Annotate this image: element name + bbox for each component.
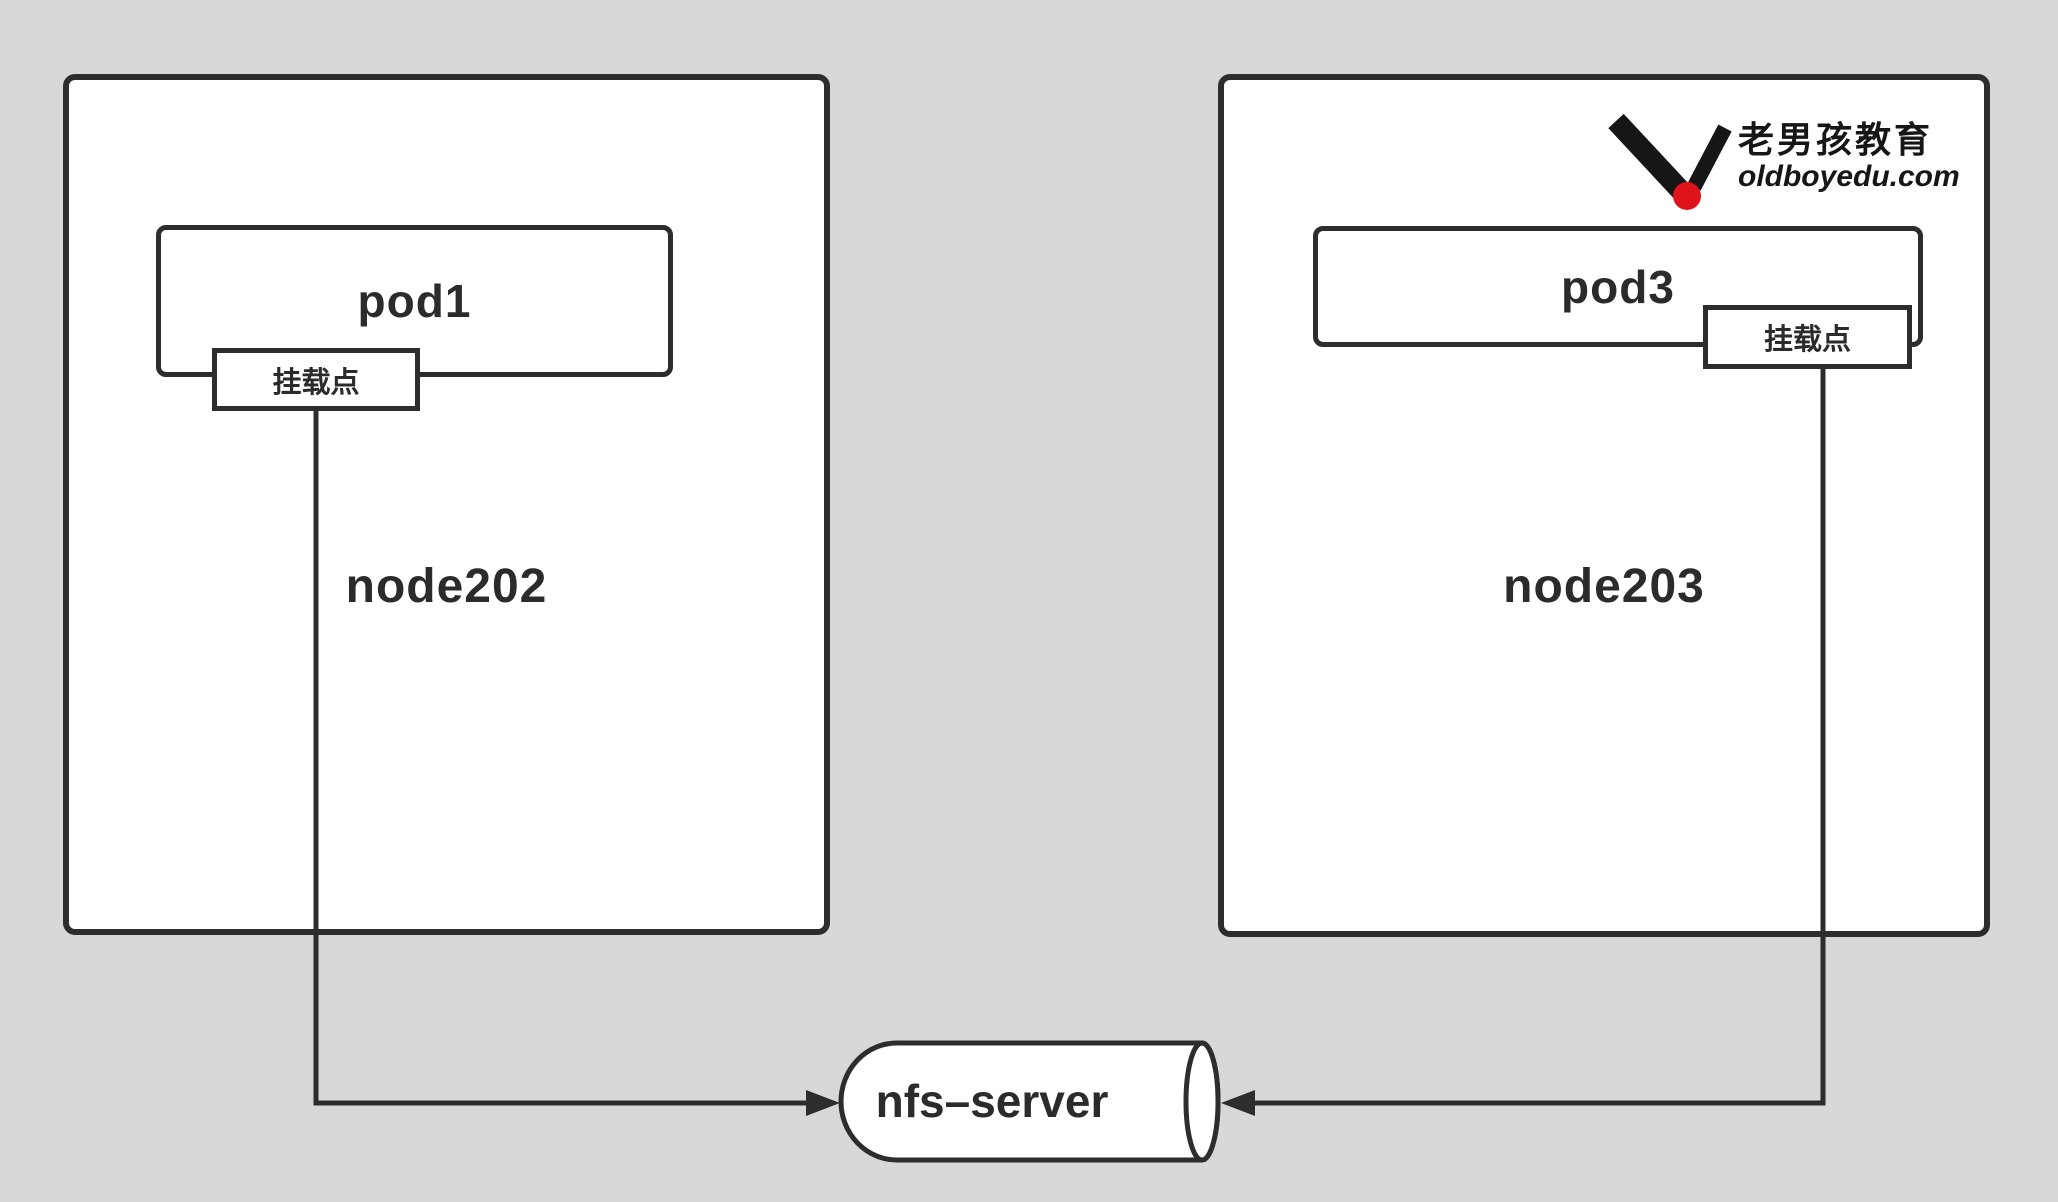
arrowhead-into-nfs-left [806,1090,840,1116]
arrowhead-into-nfs-right [1221,1090,1255,1116]
mount-point-pod3-label: 挂载点 [1763,324,1851,356]
node202-box: node202 [63,74,830,935]
logo-brand-text: 老男孩教育 [1738,119,1934,160]
node202-label: node202 [345,560,548,613]
pod1-label: pod1 [357,275,472,327]
logo-text-block: 老男孩教育 oldboyedu.com [1738,120,1960,194]
logo-domain-text: oldboyedu.com [1738,160,1960,193]
v-check-red-dot-icon [1608,113,1732,210]
nfs-server-label: nfs–server [875,1075,1109,1127]
oldboyedu-logo: 老男孩教育 oldboyedu.com [1600,106,1960,214]
mount-point-pod1: 挂载点 [212,348,420,411]
mount-point-pod3: 挂载点 [1703,305,1912,369]
node203-label: node203 [1503,560,1705,613]
mount-point-pod1-label: 挂载点 [272,366,360,399]
pod3-label: pod3 [1561,260,1675,313]
